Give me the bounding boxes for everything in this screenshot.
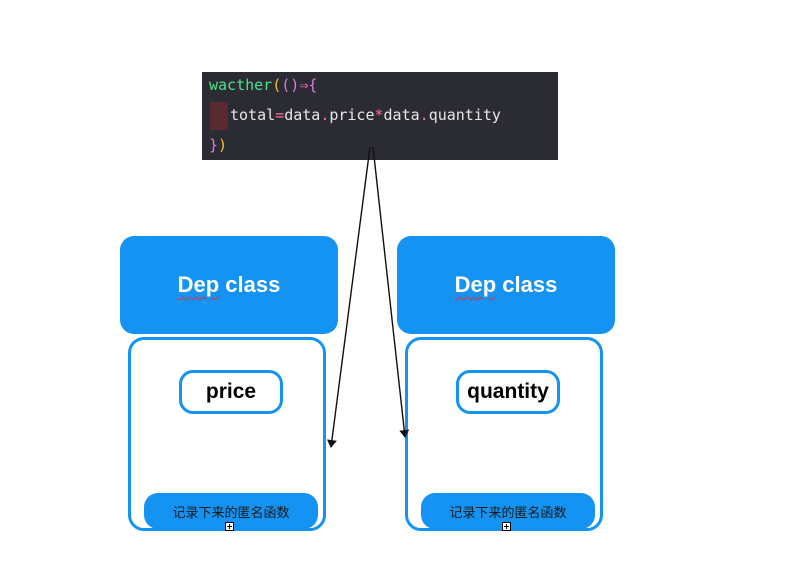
dep-body: price 记录下来的匿名函数 [128, 337, 326, 531]
code-block: wacther(()⇒{ total=data.price*data.quant… [202, 72, 558, 160]
code-token: data [284, 106, 321, 124]
code-token: wacther [209, 76, 273, 94]
code-token: ( [272, 76, 282, 94]
dep-word: Dep [177, 272, 220, 297]
code-token: . [320, 106, 330, 124]
line-marker [210, 102, 228, 130]
dep-word: Dep [454, 272, 497, 297]
property-pill: quantity [456, 370, 560, 414]
property-pill: price [179, 370, 283, 414]
code-token: data [383, 106, 420, 124]
code-line-1: wacther(()⇒{ [209, 75, 317, 95]
code-token: ⇒ [299, 76, 309, 94]
code-token: price [329, 106, 375, 124]
dep-class-header: Dep class [397, 236, 615, 334]
code-token: quantity [428, 106, 501, 124]
dep-class-label: class [219, 272, 281, 297]
arrow-to-quantity [372, 146, 410, 438]
expand-icon[interactable] [225, 522, 234, 531]
code-token: } [209, 136, 219, 154]
record-pill: 记录下来的匿名函数 [144, 493, 318, 529]
expand-icon[interactable] [502, 522, 511, 531]
code-token: = [275, 106, 285, 124]
code-token: . [419, 106, 429, 124]
arrow-to-price [326, 146, 371, 448]
code-token: () [281, 76, 300, 94]
code-line-2: total=data.price*data.quantity [230, 105, 501, 125]
code-token: { [308, 76, 318, 94]
dep-class-label: class [496, 272, 558, 297]
dep-class-header: Dep class [120, 236, 338, 334]
code-token: * [374, 106, 384, 124]
code-token: total [230, 106, 276, 124]
code-token: ) [218, 136, 228, 154]
code-line-3: }) [209, 135, 227, 155]
dep-body: quantity 记录下来的匿名函数 [405, 337, 603, 531]
